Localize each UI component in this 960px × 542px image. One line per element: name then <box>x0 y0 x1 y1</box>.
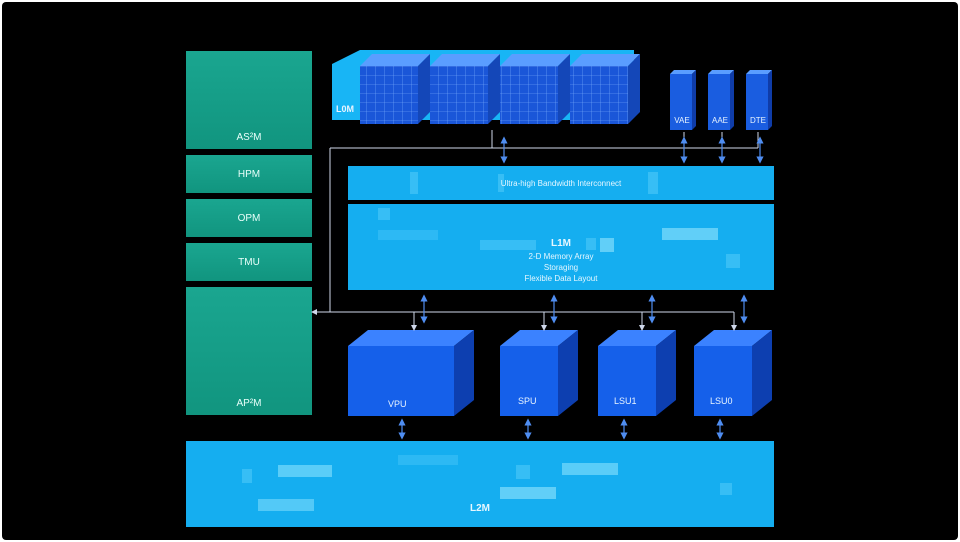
l0m-cube-1 <box>360 54 430 124</box>
dte-label: DTE <box>750 116 766 125</box>
aae-label: AAE <box>711 116 728 125</box>
l2m-band: L2M <box>186 441 774 527</box>
lsu1-label: LSU1 <box>614 396 637 406</box>
compute-units <box>348 330 772 416</box>
l1m-title: L1M <box>551 238 571 249</box>
l1m-line-1: 2-D Memory Array <box>528 252 594 261</box>
vae-engine <box>670 70 696 130</box>
spu-label: SPU <box>518 396 537 406</box>
vpu-cube <box>348 330 474 416</box>
as2m-label: AS²M <box>236 132 262 143</box>
l0m-label: L0M <box>336 104 354 114</box>
interconnect-label: Ultra-high Bandwidth Interconnect <box>500 179 622 188</box>
lsu0-cube <box>694 330 772 416</box>
hpm-label: HPM <box>237 168 261 180</box>
vae-label: VAE <box>674 116 690 125</box>
as2m-block: AS²M <box>186 51 312 149</box>
ap2m-block: AP²M <box>186 287 312 415</box>
spu-cube <box>500 330 578 416</box>
tmu-block: TMU <box>186 243 312 281</box>
dte-engine <box>746 70 772 130</box>
l2m-label: L2M <box>470 503 490 514</box>
lsu1-cube <box>598 330 676 416</box>
l0m-cube-3 <box>500 54 570 124</box>
vpu-label: VPU <box>388 399 407 409</box>
l0m-cube-4 <box>570 54 640 124</box>
interconnect-band: Ultra-high Bandwidth Interconnect <box>348 166 774 200</box>
opm-label: OPM <box>237 212 261 224</box>
l0m-cube-2 <box>430 54 500 124</box>
hpm-block: HPM <box>186 155 312 193</box>
l1m-band: L1M 2-D Memory Array Storaging Flexible … <box>348 204 774 290</box>
opm-block: OPM <box>186 199 312 237</box>
aae-engine <box>708 70 734 130</box>
tmu-label: TMU <box>238 256 260 268</box>
lsu0-label: LSU0 <box>710 396 733 406</box>
l1m-line-2: Storaging <box>543 263 579 272</box>
l1m-line-3: Flexible Data Layout <box>524 274 598 283</box>
ap2m-label: AP²M <box>236 398 262 409</box>
l0m-array <box>332 50 640 124</box>
engines-group <box>670 70 772 130</box>
